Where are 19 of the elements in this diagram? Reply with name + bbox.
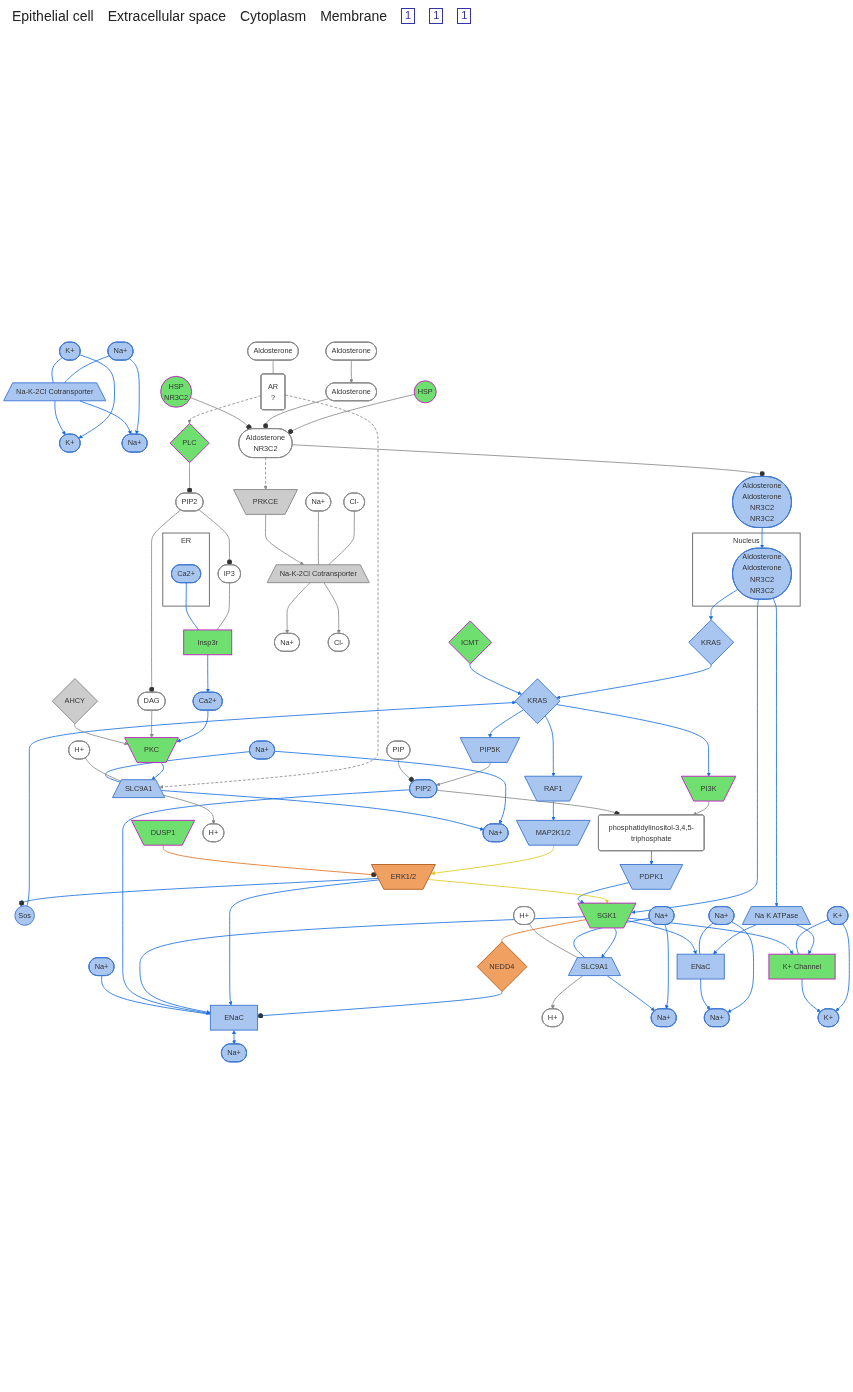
connector bbox=[63, 355, 110, 384]
footnote-mark: 1 bbox=[429, 8, 444, 24]
connector bbox=[185, 582, 199, 631]
connector bbox=[101, 975, 211, 1015]
connector bbox=[529, 923, 579, 959]
connector bbox=[698, 922, 714, 955]
region-label: Membrane bbox=[320, 8, 388, 24]
region-label: Extracellular space bbox=[107, 8, 226, 24]
connector bbox=[328, 510, 355, 566]
footnote-mark: 1 bbox=[401, 8, 416, 24]
region-label: Epithelial cell bbox=[12, 8, 94, 24]
connector bbox=[317, 510, 319, 566]
region-label: Cytoplasm bbox=[240, 8, 307, 24]
connector bbox=[272, 359, 274, 375]
connector bbox=[501, 919, 587, 943]
connector bbox=[84, 757, 122, 782]
footnote-mark: 1 bbox=[457, 8, 472, 24]
connector bbox=[216, 582, 230, 631]
connector bbox=[51, 357, 63, 384]
